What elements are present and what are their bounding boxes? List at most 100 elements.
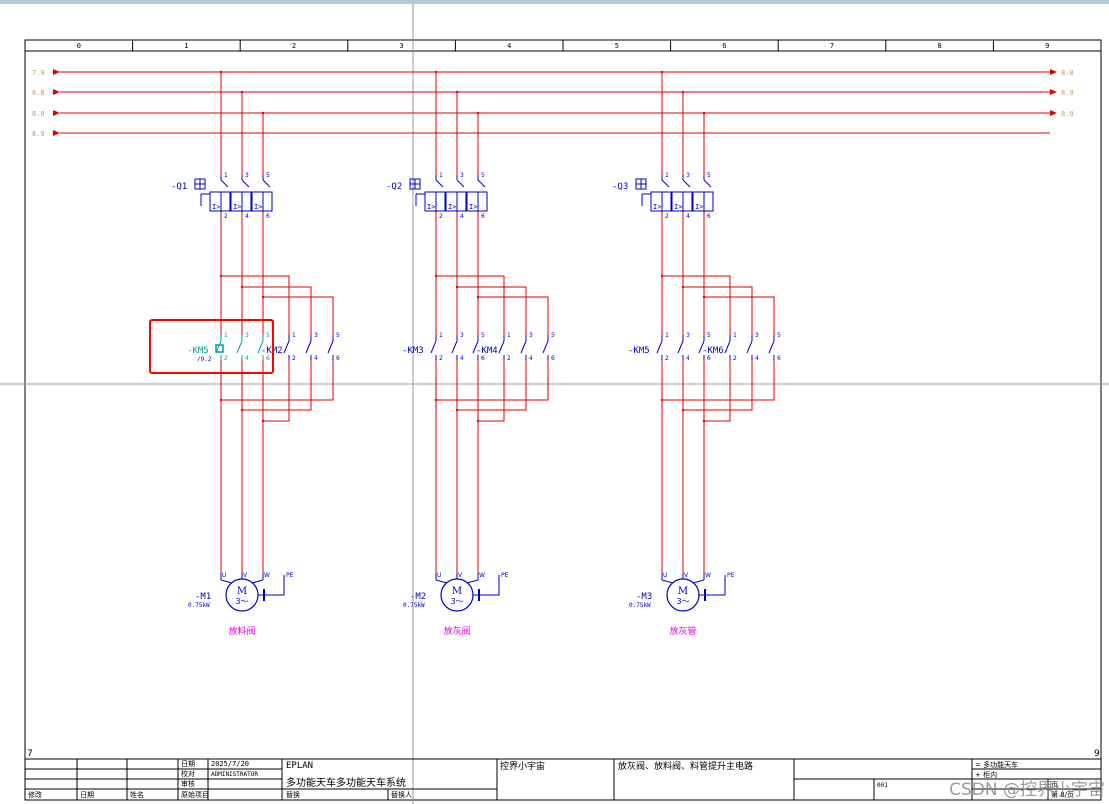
bus-label-right: 8.0: [1061, 69, 1074, 77]
motor-terminal: U: [222, 572, 226, 579]
trip-unit: [466, 191, 488, 212]
motor-label: -M3: [636, 592, 652, 602]
contact-number: 5: [777, 332, 781, 339]
contact-number: 4: [529, 355, 533, 362]
wire: [683, 286, 753, 335]
breaker-contact: [220, 179, 229, 188]
pole-number-top: 3: [460, 172, 464, 179]
tb-mod-date-label: 日期: [80, 791, 94, 799]
pe-wire: [479, 575, 500, 596]
column-number: 3: [399, 42, 403, 50]
bus-label-left: 8.9: [32, 130, 45, 138]
tb-brand: EPLAN: [286, 761, 313, 771]
motor-lead: [466, 579, 479, 584]
main-contact: [677, 340, 684, 354]
tb-right-code: 001: [877, 782, 888, 789]
motor-label: -M2: [410, 592, 426, 602]
bus-arrow-right: [1050, 89, 1057, 95]
contact-number: 2: [292, 355, 296, 362]
pole-number-top: 1: [665, 172, 669, 179]
motor-terminal: W: [705, 572, 711, 579]
bus-label-left: 8.0: [32, 89, 45, 97]
column-number: 8: [937, 42, 941, 50]
junction-dot: [261, 111, 265, 115]
motor-lead: [661, 579, 674, 584]
wire: [436, 275, 505, 335]
contact-number: 6: [707, 355, 711, 362]
pe-wire: [264, 575, 285, 596]
contact-number: 6: [336, 355, 340, 362]
motor-terminal: V: [684, 572, 689, 579]
junction-dot: [476, 111, 480, 115]
junction-dot: [681, 90, 685, 94]
breaker-contact: [262, 179, 271, 188]
trip-unit: [650, 191, 672, 212]
contact-number: 2: [733, 355, 737, 362]
pole-number-bottom: 4: [245, 213, 249, 220]
junction-dot: [702, 295, 706, 299]
motor-circuits: -Q11I>23I>45I>6-KM5/9.2123456-KM2123456U…: [171, 70, 781, 637]
bus-arrow-right: [1050, 69, 1057, 75]
pole-number-top: 3: [686, 172, 690, 179]
tb-checker-value: ADMINISTRATOR: [211, 771, 258, 778]
motor-phase: 3～: [450, 597, 463, 606]
contact-number: 1: [507, 332, 511, 339]
main-contact: [257, 340, 264, 354]
motor-terminal: W: [479, 572, 485, 579]
page-prev[interactable]: 7: [27, 749, 33, 759]
bus-arrow-right: [1050, 110, 1057, 116]
tb-review-label: 审核: [181, 779, 195, 788]
contact-number: 6: [777, 355, 781, 362]
tb-right-location: + 柜内: [975, 770, 997, 779]
main-contact: [520, 340, 527, 354]
trip-unit: [424, 191, 446, 212]
motor-phase: 3～: [235, 597, 248, 606]
contact-number: 2: [439, 355, 443, 362]
pole-number-top: 5: [266, 172, 270, 179]
motor-circuit[interactable]: -Q11I>23I>45I>6-KM5/9.2123456-KM2123456U…: [171, 70, 340, 637]
pole-number-bottom: 2: [665, 213, 669, 220]
tb-original-label: 原始项目: [181, 790, 209, 799]
tb-replace-label: 替换: [286, 790, 300, 799]
tb-project: 多功能天车多功能天车系统: [286, 776, 406, 789]
contact-number: 1: [224, 332, 228, 339]
breaker-label: -Q2: [386, 182, 402, 192]
page-next[interactable]: 9: [1094, 749, 1100, 759]
contact-number: 3: [529, 332, 533, 339]
bus-arrow-left: [53, 89, 60, 95]
contactor-a-label: -KM5: [628, 346, 650, 356]
wire: [662, 275, 731, 335]
main-contact: [283, 340, 290, 354]
contact-number: 4: [314, 355, 318, 362]
trip-label: I>: [427, 203, 435, 211]
wire: [478, 360, 505, 422]
wire: [221, 275, 290, 335]
column-number: 5: [615, 42, 619, 50]
junction-dot: [681, 285, 685, 289]
drawing-frame: [24, 39, 1102, 801]
motor-terminal: V: [458, 572, 463, 579]
motor-symbol: M: [452, 586, 462, 597]
trip-unit: [692, 191, 714, 212]
bus-label-left: 8.0: [32, 110, 45, 118]
tb-checker-label: 校对: [181, 769, 195, 778]
bus-label-right: 8.9: [1061, 110, 1074, 118]
tb-date-value: 2025/7/20: [211, 760, 249, 768]
main-contact: [327, 340, 334, 354]
